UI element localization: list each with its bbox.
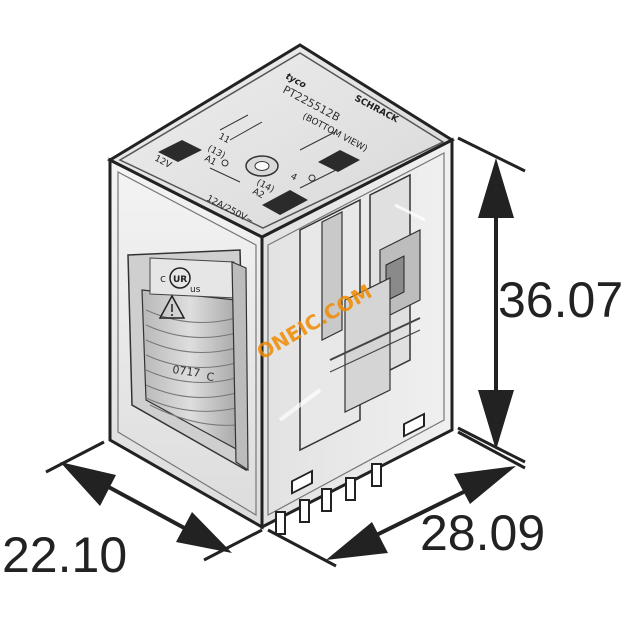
terminal-a2-label: A2 [251, 187, 266, 201]
relay-side-rim [267, 152, 445, 517]
top-terminal-block-left [158, 140, 202, 162]
top-terminal-block-back [318, 150, 360, 172]
pin [345, 477, 356, 501]
pin-11-label: 11 [217, 132, 232, 146]
relay-top-face [106, 43, 456, 239]
relay-base [291, 412, 425, 495]
top-terminal-block-right [262, 190, 308, 215]
arrow-down-left-icon [326, 522, 388, 560]
dimension-height-label: 36.07 [498, 272, 623, 328]
approval-mark-ur: UR [173, 275, 187, 285]
date-code: 0717 [172, 363, 202, 380]
arrow-down-icon [478, 390, 514, 450]
top-schematic [209, 114, 337, 189]
arrow-left-icon [60, 462, 116, 506]
base-tab-right [403, 412, 425, 438]
code-letter: C [206, 370, 216, 384]
pin [275, 511, 286, 535]
dimension-height: 36.07 [457, 136, 623, 464]
pin [299, 499, 310, 523]
relay-pins [275, 463, 382, 535]
approval-mark-us: us [190, 285, 201, 295]
relay-top-rim [118, 52, 445, 229]
terminal-a1-label: A1 [203, 154, 218, 168]
coil-winding-lines [145, 309, 237, 426]
arrow-up-icon [478, 158, 514, 218]
relay-front-rim [117, 171, 257, 517]
internal-mechanism [278, 173, 426, 452]
pin [321, 488, 332, 512]
base-tab-left [291, 469, 313, 495]
dimension-depth-label: 28.09 [420, 505, 545, 561]
warning-triangle-icon [158, 294, 186, 319]
arrow-right-icon [176, 512, 232, 553]
dimension-depth: 28.09 [267, 430, 545, 568]
dimension-width-label: 22.10 [2, 527, 127, 583]
arrow-up-right-icon [454, 466, 516, 504]
pin-4-label: 4 [289, 172, 299, 184]
coil-assembly: c UR us 0717 C [127, 249, 249, 472]
dimension-width: 22.10 [2, 440, 263, 583]
pin [371, 463, 382, 487]
approval-mark: c UR us [160, 267, 201, 295]
approval-mark-c: c [160, 272, 166, 285]
test-button [245, 155, 279, 177]
